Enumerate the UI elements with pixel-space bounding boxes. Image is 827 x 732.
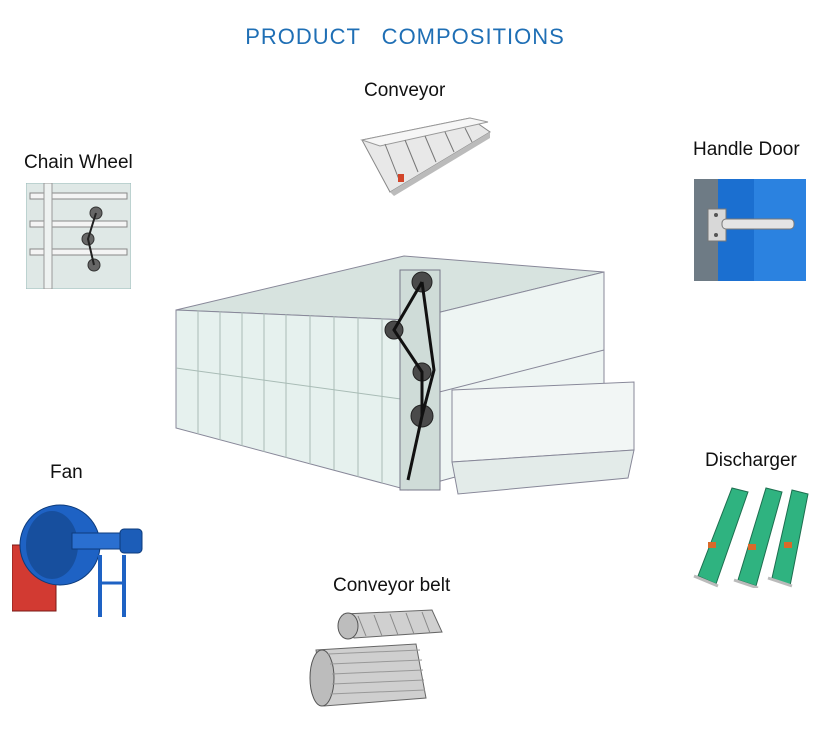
conveyor-label: Conveyor: [364, 80, 446, 101]
chain-wheel-label: Chain Wheel: [24, 152, 133, 173]
handle-door-label: Handle Door: [693, 139, 800, 160]
conveyor-image: [360, 112, 495, 197]
conveyor-belt-label: Conveyor belt: [333, 575, 451, 596]
conveyor-belt-image: [308, 606, 448, 710]
discharger-image: [692, 486, 812, 588]
chain-wheel-image: [26, 183, 131, 289]
fan-label: Fan: [50, 462, 83, 483]
discharger-label: Discharger: [705, 450, 797, 471]
fan-image: [12, 493, 144, 623]
dryer-machine-image: [172, 250, 640, 514]
handle-door-image: [694, 179, 806, 281]
page-title: PRODUCT COMPOSITIONS: [245, 24, 565, 49]
